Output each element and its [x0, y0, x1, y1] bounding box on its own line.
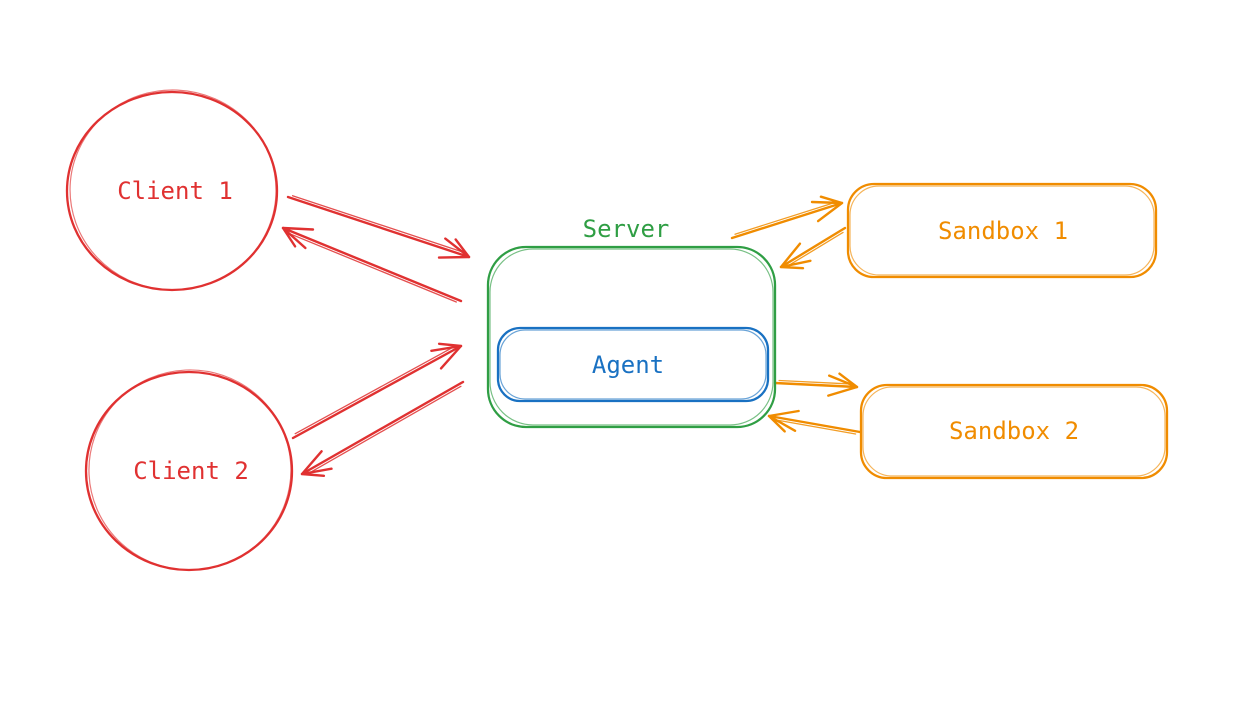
node-client1[interactable]: Client 1 [65, 86, 281, 295]
client1-circle-sketch [69, 89, 277, 291]
arrow-shaft [291, 344, 463, 440]
agent-box [496, 326, 770, 403]
node-agent-label: Agent [592, 351, 664, 379]
node-sandbox1[interactable]: Sandbox 1 [846, 182, 1158, 279]
arrowhead-icon [281, 226, 315, 250]
node-sandbox1-label: Sandbox 1 [938, 217, 1068, 245]
arrowhead-icon [767, 409, 800, 433]
arrow-shaft-sketch [311, 385, 462, 473]
agent-box-sketch [499, 329, 767, 400]
node-client1-label: Client 1 [117, 177, 233, 205]
node-client2-label: Client 2 [133, 457, 249, 485]
node-agent[interactable]: Agent [496, 326, 770, 403]
node-sandbox2[interactable]: Sandbox 2 [859, 383, 1169, 480]
arrow-shaft [767, 414, 862, 434]
arrowhead-icon [827, 372, 859, 397]
node-sandbox2-label: Sandbox 2 [949, 417, 1079, 445]
arrowhead-icon [779, 242, 812, 270]
arrow-sandbox1-to-server[interactable] [779, 226, 847, 270]
sandbox2-box-sketch [862, 386, 1166, 477]
arrow-shaft [286, 195, 471, 259]
arrow-client1-to-server[interactable] [286, 195, 471, 259]
arrow-client2-to-server[interactable] [291, 342, 463, 440]
client2-circle-sketch [88, 369, 292, 571]
arrow-shaft [779, 226, 847, 269]
arrow-shaft-sketch [290, 233, 457, 303]
arrow-server-to-sandbox1[interactable] [730, 195, 844, 240]
sandbox1-box-sketch [849, 185, 1155, 276]
arrowhead-icon [437, 237, 471, 259]
arrow-server-to-sandbox2[interactable] [773, 372, 859, 397]
arrow-shaft-sketch [777, 419, 857, 435]
node-client2[interactable]: Client 2 [84, 366, 296, 575]
server-box-sketch [489, 248, 774, 426]
arrow-shaft-sketch [778, 379, 848, 385]
arrowhead-icon [300, 450, 333, 477]
arrow-shaft [300, 380, 465, 476]
arrow-server-to-client1[interactable] [281, 226, 463, 303]
sandbox2-box [859, 383, 1169, 480]
arrow-server-to-client2[interactable] [300, 380, 465, 477]
arrow-shaft-sketch [734, 202, 833, 235]
sandbox1-box [846, 182, 1158, 279]
arrow-shaft-sketch [294, 347, 452, 435]
arrow-shaft [730, 201, 844, 240]
arrow-shaft-sketch [291, 195, 462, 252]
arrow-shaft [773, 381, 859, 389]
arrow-sandbox2-to-server[interactable] [767, 409, 862, 435]
arrowhead-icon [430, 342, 463, 370]
arrow-shaft-sketch [790, 231, 844, 265]
arrow-shaft [281, 226, 463, 303]
node-server-label: Server [583, 215, 670, 243]
arrowhead-icon [810, 195, 844, 223]
server-box [486, 245, 777, 429]
node-server[interactable]: Server [486, 215, 777, 429]
